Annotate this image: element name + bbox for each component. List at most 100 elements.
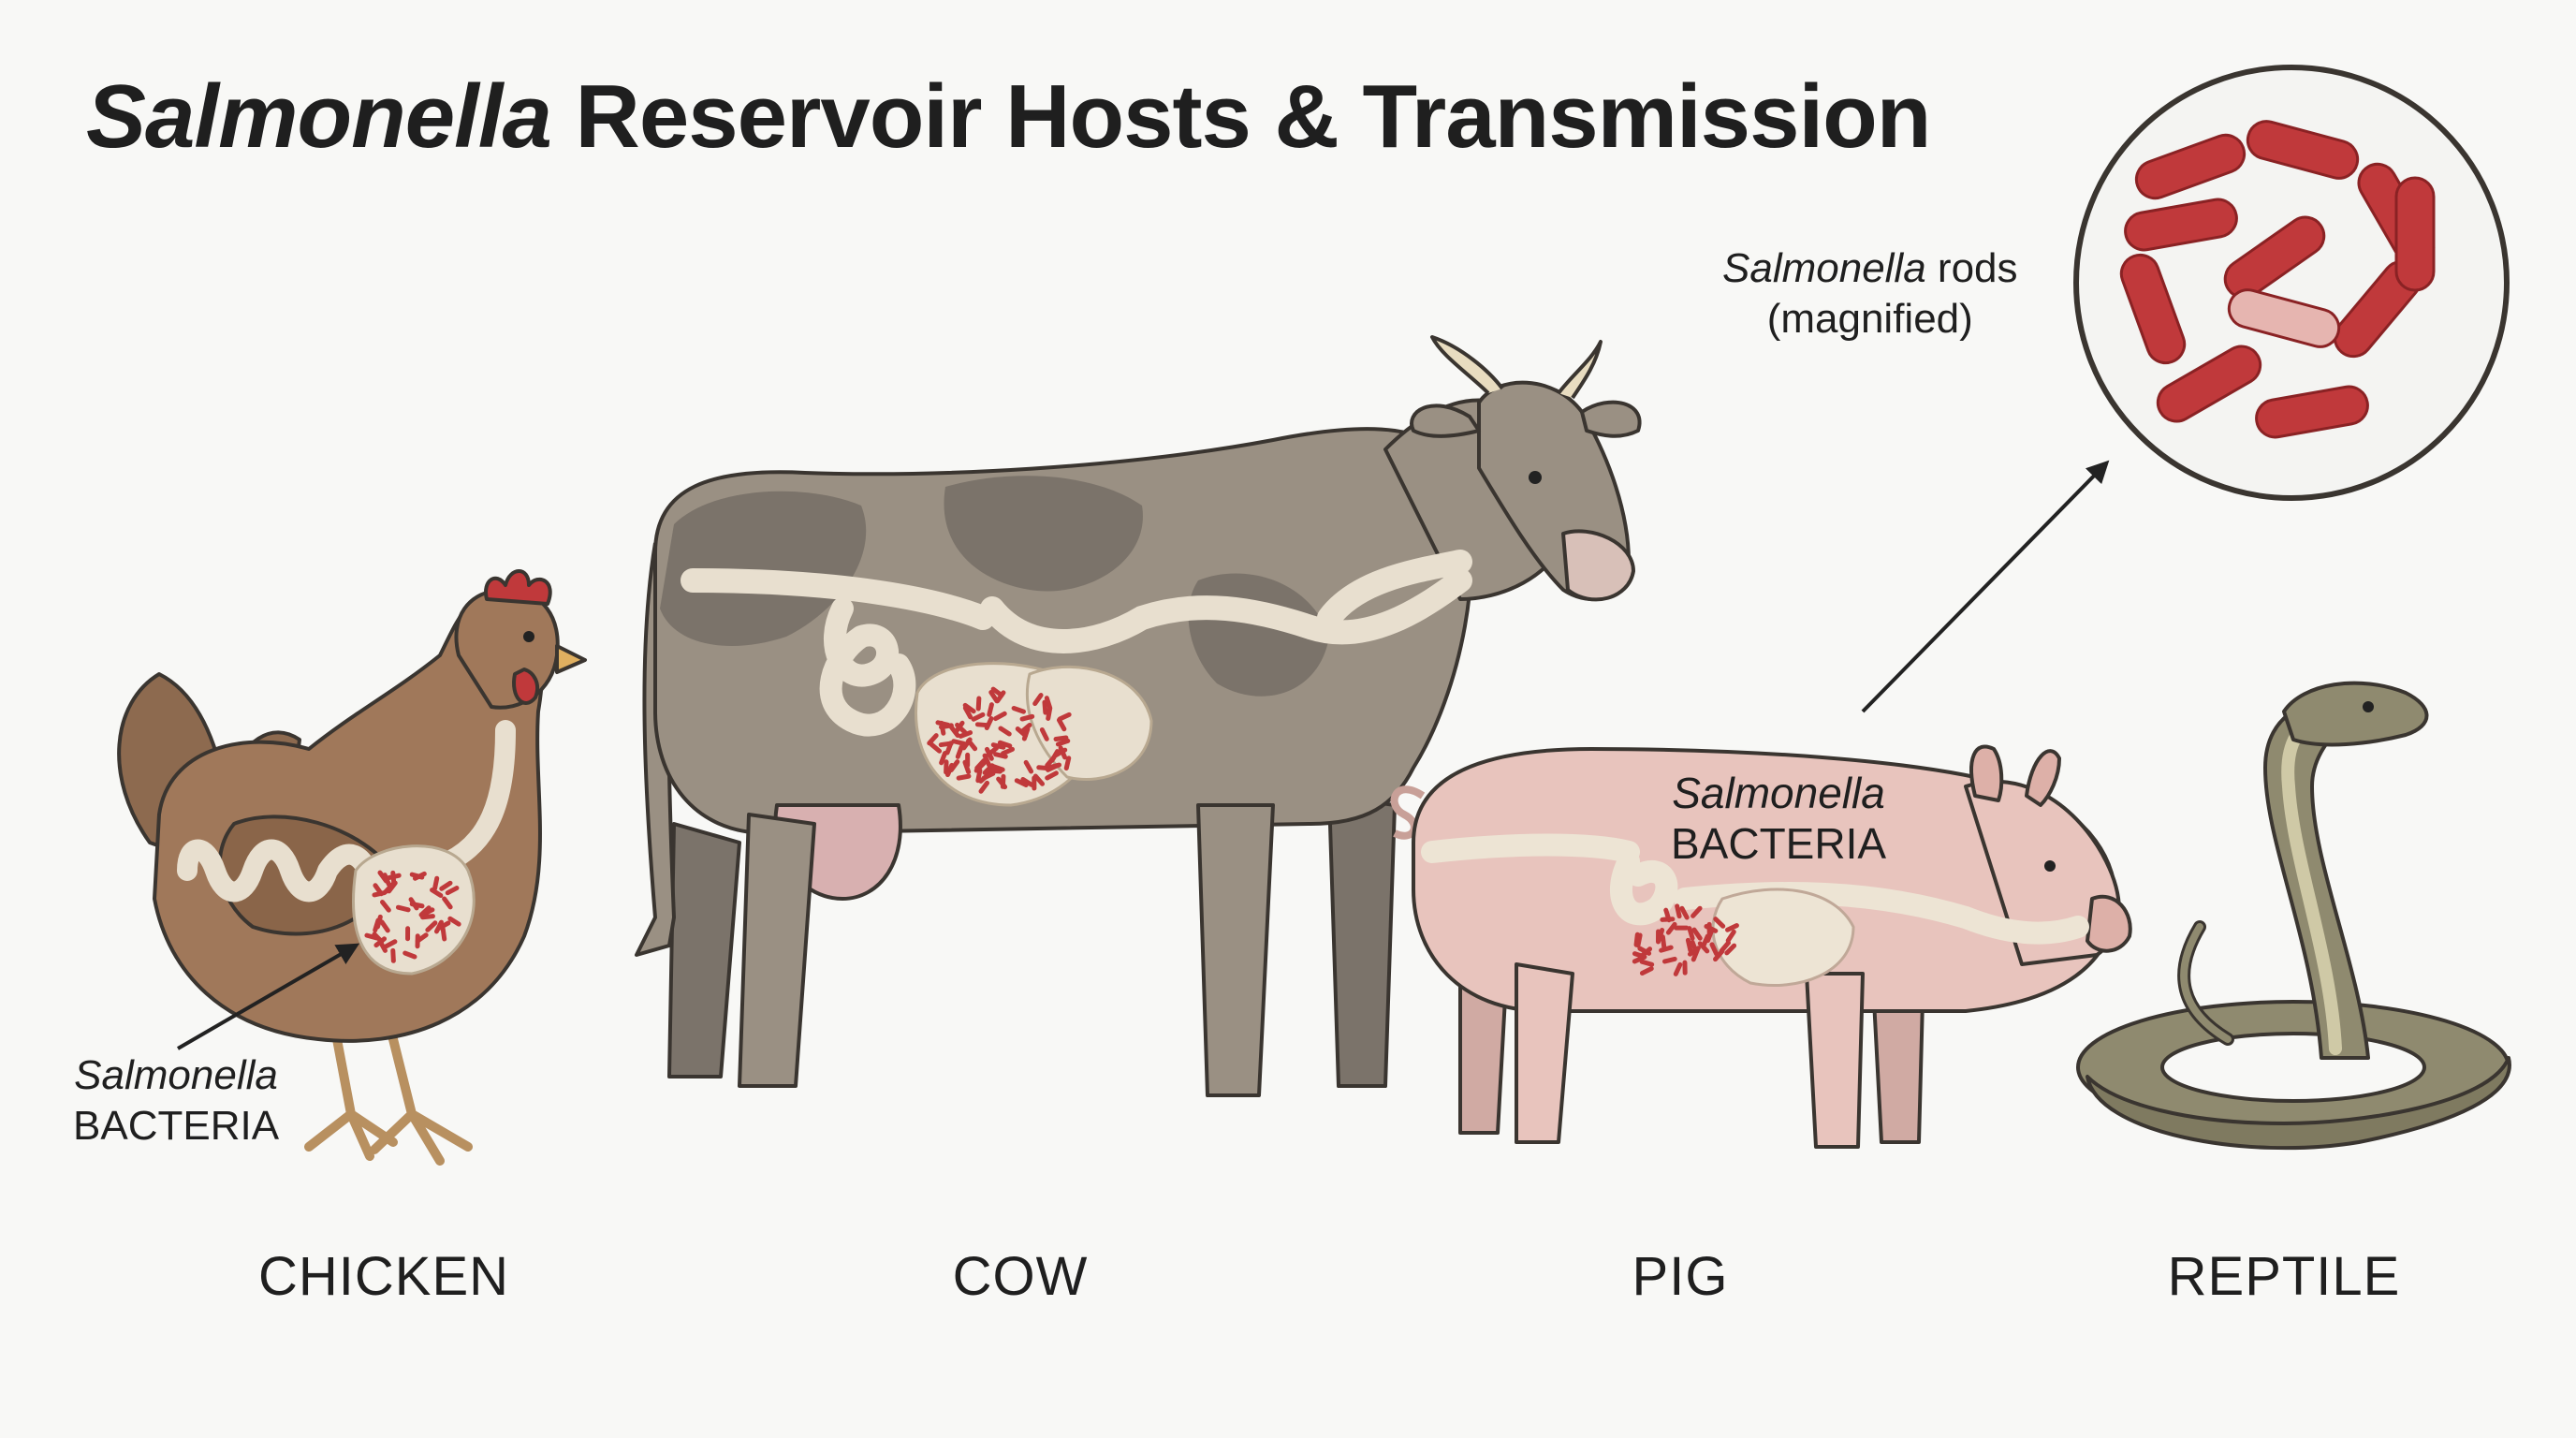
bacterium-speck xyxy=(382,873,391,888)
chicken-legs xyxy=(304,1034,473,1166)
bacterium-speck xyxy=(383,939,398,949)
bacterium-speck xyxy=(433,919,444,934)
bacterium-speck xyxy=(432,875,440,891)
bacterium-speck xyxy=(1691,927,1703,941)
chicken-callout-line1: Salmonella xyxy=(74,1052,278,1098)
bacterium-speck xyxy=(372,932,385,945)
bacterium-speck xyxy=(409,872,425,880)
bacterium-speck xyxy=(1055,738,1071,747)
salmonella-rod xyxy=(2156,345,2262,423)
bacterium-speck xyxy=(1000,746,1016,756)
bacterium-speck xyxy=(948,759,960,772)
bacterium-speck xyxy=(987,702,994,717)
bacterium-speck xyxy=(990,742,1006,750)
cow-ear-left xyxy=(1410,404,1481,438)
pig-callout-line1: Salmonella xyxy=(1672,769,1885,817)
bacterium-speck xyxy=(956,773,972,781)
snake-coil-inner xyxy=(2160,1032,2426,1103)
bacterium-speck xyxy=(1690,905,1703,918)
pig-ear-right xyxy=(2025,749,2061,807)
host-label-chicken: CHICKEN xyxy=(257,1246,510,1307)
bacterium-speck xyxy=(1697,941,1710,954)
bacterium-speck xyxy=(1725,929,1736,944)
bacterium-speck xyxy=(372,890,388,898)
salmonella-rod xyxy=(2255,385,2369,439)
bacterium-speck xyxy=(1042,699,1048,715)
cow-muzzle xyxy=(1561,529,1635,602)
bacterium-speck xyxy=(962,702,976,714)
bacterium-speck xyxy=(1665,921,1677,935)
bacterium-speck xyxy=(948,725,960,738)
bacterium-speck xyxy=(986,745,999,757)
bacterium-speck xyxy=(1023,759,1034,774)
bacterium-speck xyxy=(1685,937,1693,953)
bacterium-speck xyxy=(1687,946,1701,957)
bacterium-speck xyxy=(1032,693,1044,707)
bacterium-speck xyxy=(974,722,990,728)
bacterium-speck xyxy=(445,886,460,896)
bacterium-speck xyxy=(951,739,967,746)
bacterium-speck xyxy=(971,712,986,722)
bacterium-speck xyxy=(415,933,420,949)
cow-leg-back-right xyxy=(738,813,816,1088)
bacterium-speck xyxy=(1674,925,1690,931)
pig-eye xyxy=(2044,860,2056,872)
salmonella-rod xyxy=(2223,215,2326,300)
bacterium-speck xyxy=(935,720,951,727)
bacterium-speck xyxy=(1639,959,1655,967)
bacterium-speck xyxy=(1019,713,1035,722)
bacterium-speck xyxy=(1045,770,1059,781)
bacterium-speck xyxy=(1713,917,1726,929)
bacterium-speck xyxy=(442,896,453,910)
pig-callout-line2: BACTERIA xyxy=(1671,819,1887,868)
cow-gut xyxy=(681,550,1472,653)
bacterium-speck xyxy=(1039,726,1049,741)
bacterium-speck xyxy=(1682,960,1688,976)
bacterium-speck xyxy=(1709,942,1720,957)
bacterium-speck xyxy=(418,905,432,917)
chicken-bacteria xyxy=(364,870,461,963)
bacterium-speck xyxy=(939,751,948,766)
salmonella-rod xyxy=(2227,288,2341,348)
bacterium-speck xyxy=(998,726,1012,737)
bacterium-speck xyxy=(990,764,1005,772)
bacterium-speck xyxy=(1032,773,1046,786)
bacterium-speck xyxy=(447,916,461,927)
salmonella-rod xyxy=(2394,176,2436,292)
host-label-cow: COW xyxy=(952,1246,1089,1307)
pig-stomach xyxy=(1711,888,1855,987)
magnified-callout: Salmonella rods (magnified) xyxy=(1722,243,2018,345)
salmonella-rod xyxy=(2119,253,2187,365)
cow-spot-2 xyxy=(944,476,1143,592)
bacterium-speck xyxy=(1705,928,1715,944)
bacterium-speck xyxy=(395,904,411,913)
pig-snout xyxy=(2086,894,2132,953)
cow-horn-left xyxy=(1430,335,1504,395)
bacterium-speck xyxy=(440,926,447,942)
magnified-callout-rest: rods xyxy=(1925,245,2018,291)
bacterium-speck xyxy=(1724,943,1737,956)
bacterium-speck xyxy=(1724,923,1739,932)
pig-leg-back-right xyxy=(1515,962,1574,1144)
bacterium-speck xyxy=(1679,905,1690,920)
bacterium-speck xyxy=(927,733,939,746)
bacterium-speck xyxy=(1662,956,1677,964)
bacterium-speck xyxy=(962,705,973,720)
cow-bacteria xyxy=(927,686,1072,794)
page-title: Salmonella Reservoir Hosts & Transmissio… xyxy=(86,66,1931,169)
bacterium-speck xyxy=(1660,934,1667,950)
bacterium-speck xyxy=(990,686,1004,698)
bacterium-speck xyxy=(387,880,398,894)
cow-horn-right xyxy=(1557,340,1603,400)
host-label-reptile: REPTILE xyxy=(2167,1246,2401,1307)
chicken-eye xyxy=(523,631,534,642)
pig-ear-left xyxy=(1969,744,2004,802)
cow-eye xyxy=(1529,471,1542,484)
bacterium-speck xyxy=(1633,932,1640,947)
bacterium-speck xyxy=(958,730,973,739)
bacterium-speck xyxy=(1656,928,1665,943)
bacterium-speck xyxy=(1639,946,1653,959)
bacterium-speck xyxy=(1046,762,1062,770)
cow-intestine-coil xyxy=(819,597,916,737)
